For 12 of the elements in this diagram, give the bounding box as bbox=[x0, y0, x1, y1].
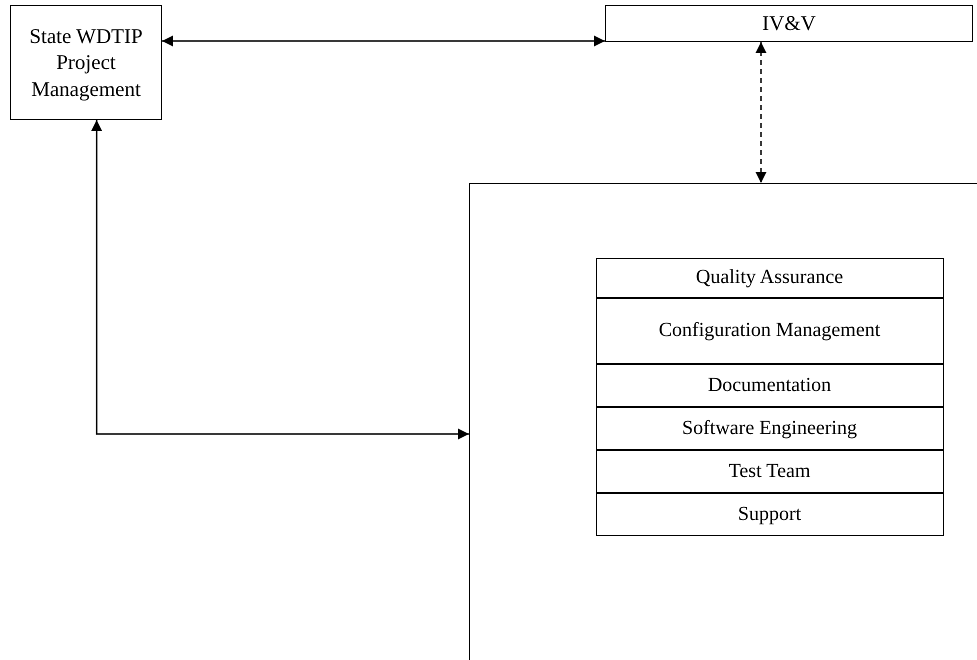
arrow bbox=[756, 42, 766, 183]
department-box: Configuration Management bbox=[596, 298, 944, 364]
department-box: Documentation bbox=[596, 364, 944, 406]
process-box: IV&V bbox=[605, 5, 973, 42]
arrow bbox=[162, 36, 605, 46]
department-box: Test Team bbox=[596, 450, 944, 492]
arrow bbox=[91, 120, 469, 440]
department-box: Support bbox=[596, 492, 944, 536]
container-box bbox=[469, 183, 977, 660]
process-box: State WDTIP Project Management bbox=[10, 5, 162, 120]
department-box: Software Engineering bbox=[596, 406, 944, 450]
department-box: Quality Assurance bbox=[596, 258, 944, 298]
